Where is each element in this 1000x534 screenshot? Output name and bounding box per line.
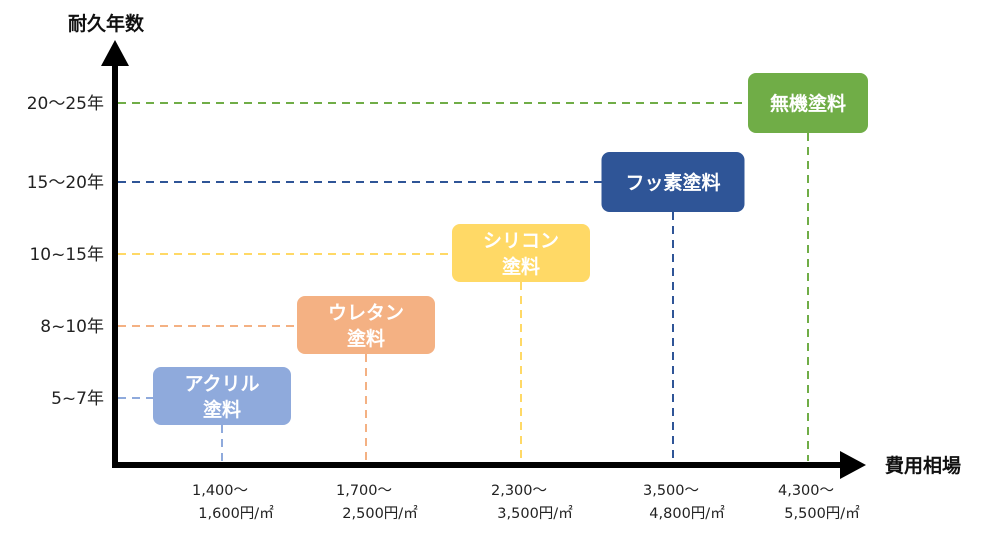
paint-type-box <box>601 152 745 212</box>
y-tick-label: 15〜20年 <box>27 173 104 193</box>
x-tick-label: 3,500〜 <box>643 483 699 499</box>
paint-type-box <box>153 367 291 425</box>
x-tick-label: 1,700〜 <box>336 483 392 499</box>
paint-type-label: アクリル <box>184 373 259 395</box>
x-axis-arrowhead <box>840 451 866 479</box>
paint-type-label: 塗料 <box>502 255 540 278</box>
paint-type-label: 無機塗料 <box>770 92 846 115</box>
y-axis-arrowhead <box>101 40 129 66</box>
y-tick-label: 10~15年 <box>29 245 104 265</box>
paint-type-box <box>748 73 868 133</box>
x-tick-label: 4,300〜 <box>778 483 834 499</box>
x-tick-label: 1,600円/㎡ <box>198 505 274 522</box>
x-tick-label: 2,300〜 <box>491 483 547 499</box>
y-tick-label: 5~7年 <box>51 389 104 409</box>
guide-lines <box>118 102 809 461</box>
axes <box>101 40 866 479</box>
x-tick-label: 2,500円/㎡ <box>342 505 418 522</box>
x-axis-title: 費用相場 <box>885 454 961 477</box>
y-tick-labels: 5~7年 8~10年 10~15年 15〜20年 20〜25年 <box>27 94 104 409</box>
x-tick-label: 1,400〜 <box>192 483 248 499</box>
y-tick-label: 20〜25年 <box>27 94 104 114</box>
paint-type-label: 塗料 <box>203 398 241 421</box>
y-tick-label: 8~10年 <box>40 317 104 337</box>
x-tick-label: 4,800円/㎡ <box>649 505 725 522</box>
paint-type-box <box>452 224 590 282</box>
paint-type-label: シリコン <box>483 230 559 252</box>
x-tick-label: 3,500円/㎡ <box>497 505 573 522</box>
x-tick-labels: 1,400〜 1,600円/㎡ 1,700〜 2,500円/㎡ 2,300〜 3,500円… <box>192 483 860 522</box>
paint-type-label: ウレタン <box>328 302 404 324</box>
paint-type-box <box>297 296 435 354</box>
paint-type-label: フッ素塗料 <box>625 171 720 194</box>
x-tick-label: 5,500円/㎡ <box>784 505 860 522</box>
paint-type-label: 塗料 <box>347 327 385 350</box>
y-axis-title: 耐久年数 <box>68 12 145 35</box>
